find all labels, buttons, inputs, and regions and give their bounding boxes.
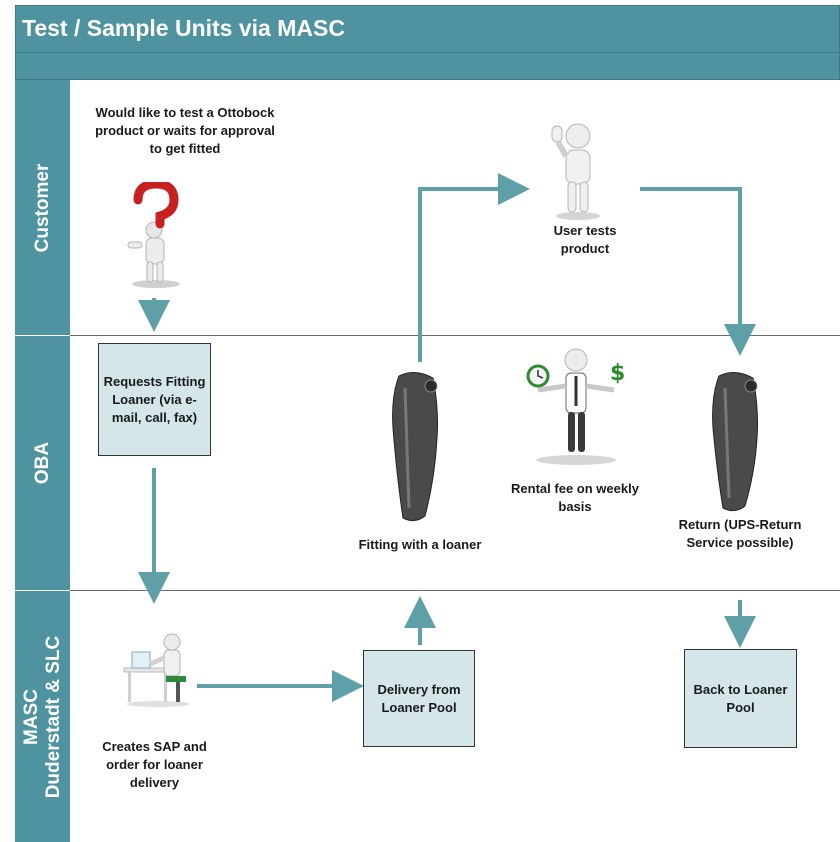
step-creates-sap-text: Creates SAP and order for loaner deliver…: [102, 739, 207, 790]
step-delivery-text: Delivery from Loaner Pool: [377, 681, 461, 715]
question-mark-person-icon: [127, 182, 180, 288]
lane-label-customer: Customer: [15, 80, 70, 335]
prosthetic-socket-return-icon: [712, 372, 758, 512]
step-back-text: Back to Loaner Pool: [693, 681, 788, 715]
lane-label-oba: OBA: [15, 336, 70, 590]
lane-label-masc: MASC Duderstadt & SLC: [15, 591, 70, 842]
step-fitting-text: Fitting with a loaner: [358, 537, 482, 552]
thumbs-up-person-icon: [551, 123, 600, 220]
time-money-balance-icon: $: [526, 348, 625, 465]
title-bar: Test / Sample Units via MASC: [15, 5, 840, 53]
header-subbar: [15, 53, 840, 80]
step-user-tests-text: User tests product: [553, 223, 617, 256]
person-at-desk-icon: [123, 633, 190, 707]
lane-divider-1: [70, 335, 840, 336]
lane-divider-2: [70, 590, 840, 591]
prosthetic-socket-icon: [392, 372, 438, 522]
arrow-user-to-return: [640, 187, 756, 356]
step-back-box: Back to Loaner Pool: [684, 649, 797, 748]
step-return-text: Return (UPS-Return Service possible): [678, 517, 802, 550]
step-delivery-box: Delivery from Loaner Pool: [363, 650, 475, 747]
step-requests-text: Requests Fitting Loaner (via e-mail, cal…: [103, 373, 206, 425]
step-requests-box: Requests Fitting Loaner (via e-mail, cal…: [98, 343, 211, 456]
diagram-title: Test / Sample Units via MASC: [22, 15, 345, 41]
step-would-like-text: Would like to test a Ottobock product or…: [95, 105, 275, 156]
svg-text:$: $: [610, 361, 625, 386]
arrow-fitting-to-user: [418, 173, 530, 362]
step-rental-text: Rental fee on weekly basis: [511, 481, 639, 514]
